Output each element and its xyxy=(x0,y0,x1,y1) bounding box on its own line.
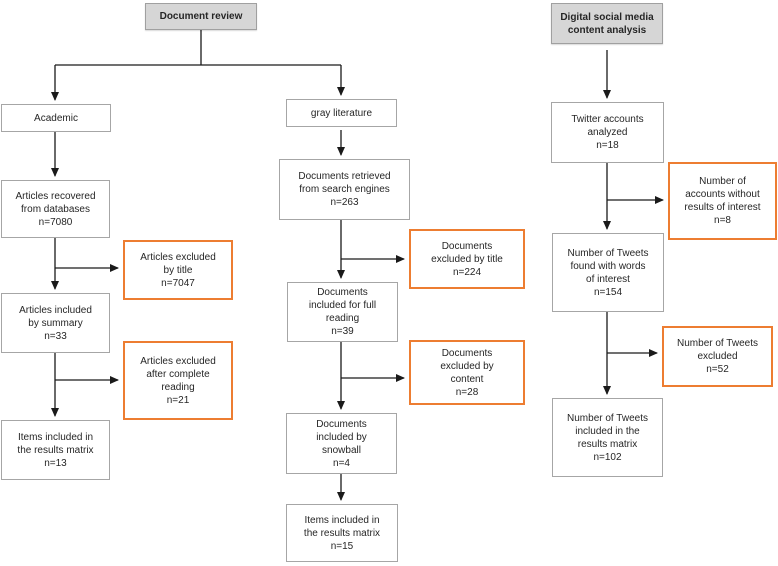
node-tweets-excluded: Number of Tweets excluded n=52 xyxy=(662,326,773,387)
node-articles-included-summary: Articles included by summary n=33 xyxy=(1,293,110,353)
node-academic: Academic xyxy=(1,104,111,132)
node-social-media-header: Digital social media content analysis xyxy=(551,3,663,44)
node-items-matrix-graylit: Items included in the results matrix n=1… xyxy=(286,504,398,562)
node-documents-retrieved: Documents retrieved from search engines … xyxy=(279,159,410,220)
node-articles-excluded-title: Articles excluded by title n=7047 xyxy=(123,240,233,300)
node-accounts-no-results: Number of accounts without results of in… xyxy=(668,162,777,240)
node-tweets-included: Number of Tweets included in the results… xyxy=(552,398,663,477)
node-documents-excluded-content: Documents excluded by content n=28 xyxy=(409,340,525,405)
node-gray-literature: gray literature xyxy=(286,99,397,127)
node-tweets-found: Number of Tweets found with words of int… xyxy=(552,233,664,312)
node-articles-recovered: Articles recovered from databases n=7080 xyxy=(1,180,110,238)
node-articles-excluded-reading: Articles excluded after complete reading… xyxy=(123,341,233,420)
node-documents-excluded-title: Documents excluded by title n=224 xyxy=(409,229,525,289)
node-documents-snowball: Documents included by snowball n=4 xyxy=(286,413,397,474)
node-twitter-accounts: Twitter accounts analyzed n=18 xyxy=(551,102,664,163)
node-document-review: Document review xyxy=(145,3,257,30)
node-documents-full-reading: Documents included for full reading n=39 xyxy=(287,282,398,342)
node-items-matrix-academic: Items included in the results matrix n=1… xyxy=(1,420,110,480)
